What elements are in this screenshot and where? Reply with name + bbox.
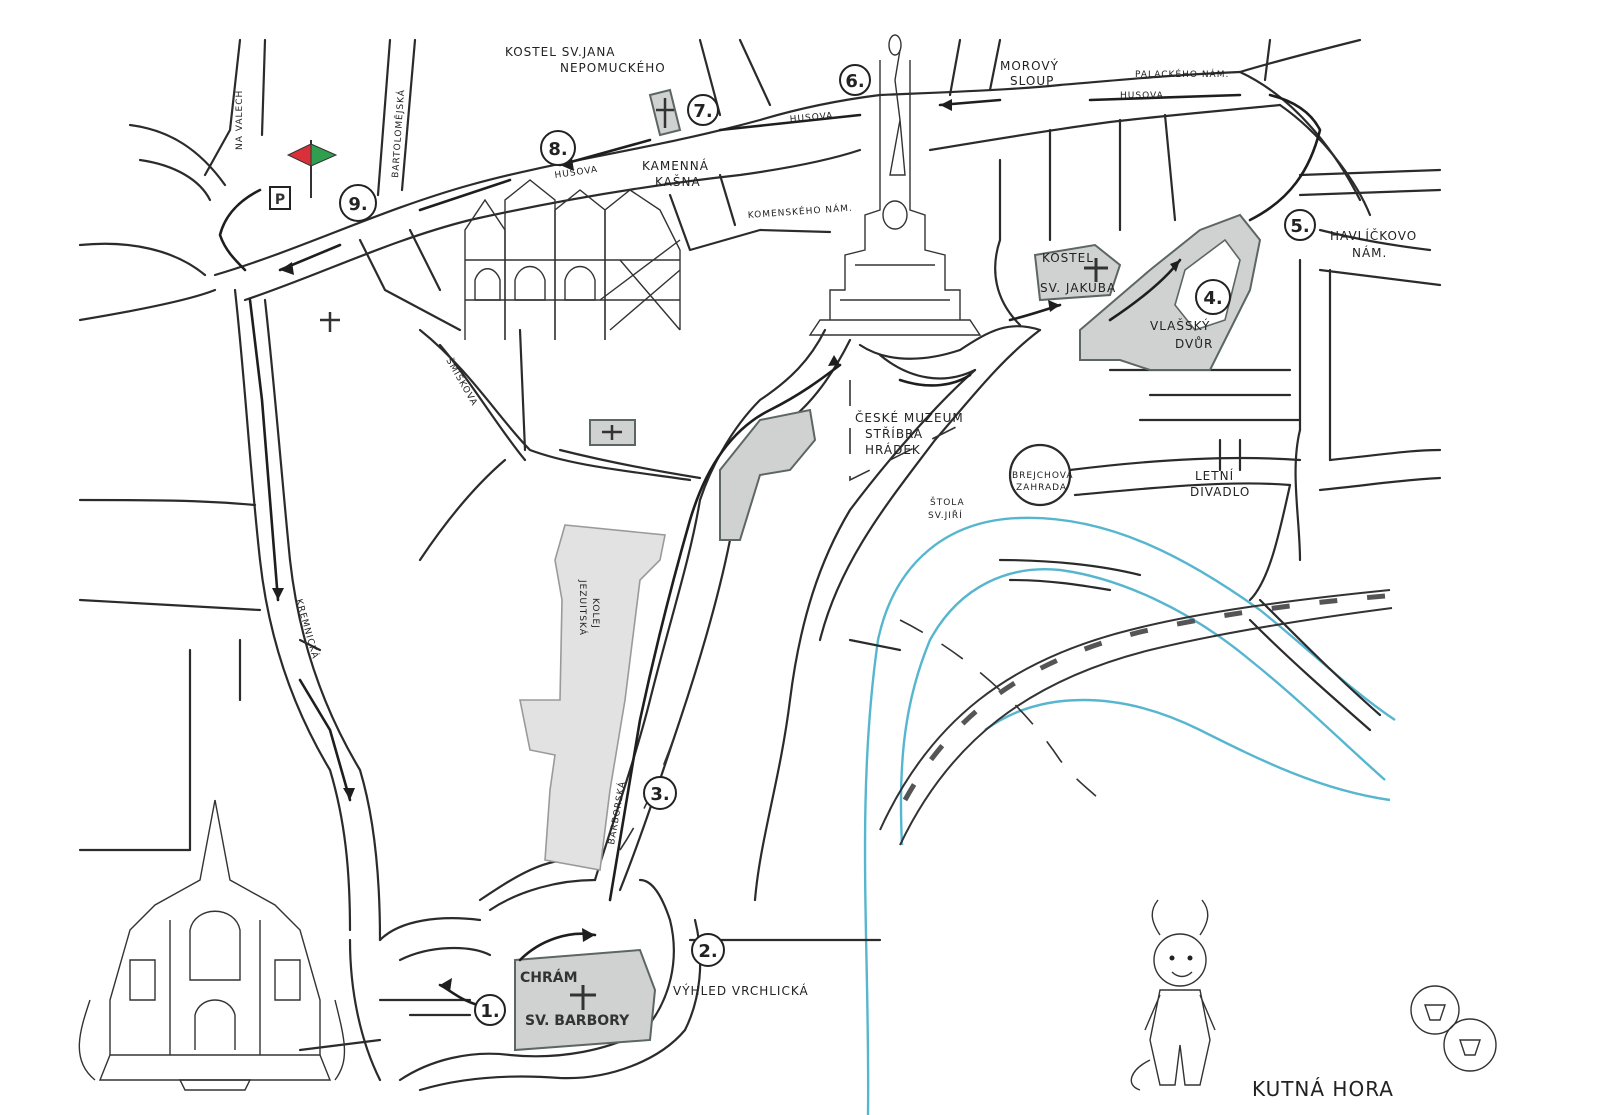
mascot-icon: [1130, 899, 1216, 1091]
stop-1: 1.: [474, 994, 506, 1026]
parking-label: P: [275, 192, 285, 208]
hradek-building: [719, 408, 817, 541]
st-barbara-cathedral-building: [514, 948, 657, 1052]
st-barbara-cathedral-sketch: [78, 799, 346, 1091]
landmark-labels: KOSTEL SV.JANA NEPOMUCKÉHO MOROVÝ SLOUP …: [505, 45, 1394, 1101]
stop-6-label: 6.: [845, 71, 864, 92]
label-muzeum-3: HRÁDEK: [865, 442, 921, 457]
cross-icon: [320, 98, 1108, 1010]
breweta-garden: [1008, 443, 1072, 507]
label-jezuitska-1: JEZUITSKÁ: [577, 579, 589, 636]
stop-9-label: 9.: [348, 194, 367, 215]
stop-3-label: 3.: [650, 784, 669, 805]
label-havlickovo-1: HAVLÍČKOVO: [1330, 228, 1417, 243]
label-chram-1: CHRÁM: [520, 969, 578, 986]
label-letni-1: LETNÍ: [1195, 468, 1234, 483]
stop-2-label: 2.: [698, 941, 717, 962]
stop-4-label: 4.: [1203, 288, 1222, 309]
stop-8: 8.: [540, 130, 576, 166]
stop-7-label: 7.: [693, 101, 712, 122]
label-chram-2: SV. BARBORY: [525, 1013, 630, 1029]
river-vrchlice: [863, 516, 1396, 1115]
st-james-church-building: [1033, 243, 1122, 302]
stop-5-label: 5.: [1290, 216, 1309, 237]
footpaths: [619, 380, 1101, 851]
street-husova-east: HUSOVA: [1120, 91, 1164, 101]
street-komenskeho: KOMENSKÉHO NÁM.: [747, 202, 853, 221]
label-kostel-jana-1: KOSTEL SV.JANA: [505, 45, 616, 59]
stop-markers: 1. 2. 3. 4. 5. 6. 7. 8.: [339, 64, 1316, 1026]
label-muzeum-1: ČESKÉ MUZEUM: [855, 410, 964, 425]
parking-icon: P: [269, 186, 291, 210]
stop-5: 5.: [1284, 209, 1316, 241]
stop-6: 6.: [839, 64, 871, 96]
stop-4: 4.: [1195, 279, 1231, 315]
label-morovy-1: MOROVÝ: [1000, 58, 1059, 73]
label-muzeum-2: STŘÍBRA: [865, 426, 923, 441]
stop-1-label: 1.: [480, 1001, 499, 1022]
label-kasna-1: KAMENNÁ: [642, 158, 709, 173]
road-network: [78, 38, 1442, 1092]
map-title: KUTNÁ HORA: [1252, 1077, 1394, 1101]
stone-fountain-sketch: [464, 179, 681, 340]
label-stola-2: SV.JIŘÍ: [928, 509, 963, 521]
label-jakub-1: KOSTEL: [1042, 251, 1094, 265]
stop-3: 3.: [643, 776, 677, 810]
stop-8-label: 8.: [548, 139, 567, 160]
label-bregeta-1: BREJCHOVA: [1012, 471, 1073, 481]
label-jezuitska-2: KOLEJ: [590, 598, 600, 629]
coin-icon: [1410, 985, 1497, 1072]
label-havlickovo-2: NÁM.: [1352, 245, 1387, 260]
stop-2: 2.: [691, 933, 725, 967]
label-vlassky-1: VLAŠSKÝ: [1150, 318, 1210, 333]
street-husova-west: HUSOVA: [554, 165, 599, 181]
label-bregeta-2: ZAHRADA: [1016, 483, 1067, 493]
walking-route: [218, 93, 1322, 1007]
stop-9: 9.: [339, 184, 377, 222]
street-smiskova: ŠMIŠKOVA: [443, 356, 480, 409]
plague-column-sketch: [808, 34, 982, 336]
railway: [879, 589, 1393, 846]
label-morovy-2: SLOUP: [1010, 74, 1054, 88]
street-palackeho: PALACKÉHO NÁM.: [1135, 68, 1229, 80]
jesuit-college-building: [519, 524, 666, 871]
street-husova-mid: HUSOVA: [789, 111, 833, 125]
start-flag-icon: [286, 140, 338, 198]
street-na-valech: NA VALECH: [235, 90, 245, 150]
label-kostel-jana-2: NEPOMUCKÉHO: [560, 60, 666, 75]
label-vyhled: VÝHLED VRCHLICKÁ: [673, 983, 809, 998]
label-stola-1: ŠTOLA: [930, 496, 965, 508]
label-vlassky-2: DVŮR: [1175, 336, 1213, 351]
label-letni-2: DIVADLO: [1190, 485, 1250, 499]
label-jakub-2: SV. JAKUBA: [1040, 281, 1116, 295]
stop-7: 7.: [687, 94, 719, 126]
label-kasna-2: KAŠNA: [655, 174, 701, 189]
